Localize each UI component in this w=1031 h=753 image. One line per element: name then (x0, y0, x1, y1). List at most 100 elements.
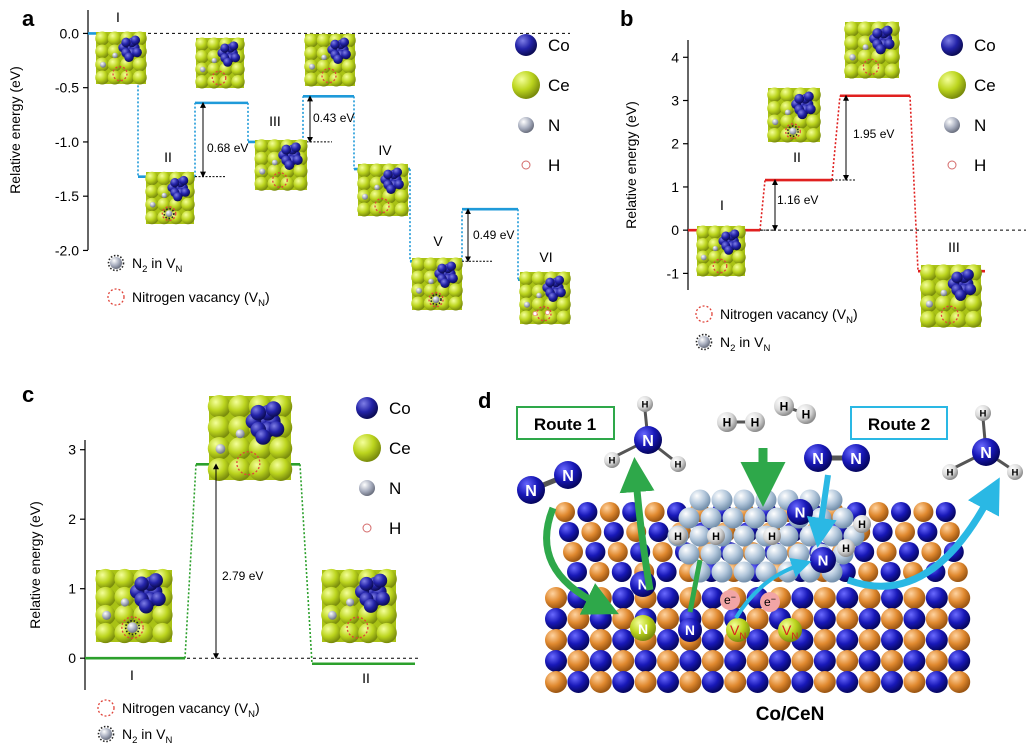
vacancy-ring (97, 725, 115, 743)
h-atom-icon (362, 523, 372, 533)
state-label: II (164, 149, 172, 165)
structure-thumbnail (920, 264, 982, 328)
ce-atom-icon (746, 608, 769, 630)
h-atom-icon: H (670, 456, 686, 472)
n-atom-sphere (972, 438, 1000, 466)
barrier-value: 1.95 eV (853, 127, 894, 141)
co-atom-icon (689, 489, 711, 511)
n-lattice-atom-icon (881, 587, 903, 609)
route-1-arrow (543, 506, 619, 615)
connector-line (299, 464, 313, 664)
ce-atom-icon (321, 586, 342, 608)
nitrogen-vacancy-icon (321, 67, 337, 84)
y-tick-label: -1.5 (55, 188, 79, 204)
ce-atom-icon (589, 562, 610, 582)
co-atom-icon (255, 429, 271, 445)
y-tick-label: 4 (671, 49, 679, 65)
nitrogen-vacancy-icon (346, 616, 369, 639)
n-lattice-atom-icon (545, 608, 567, 630)
ce-atom-icon (353, 434, 381, 462)
ce-atom-icon (181, 210, 195, 225)
co-atom-icon (884, 38, 895, 50)
text-span: N (165, 735, 172, 746)
y-tick-label: 1 (671, 179, 679, 195)
h-atom-sphere (774, 396, 794, 416)
co-atom-icon (744, 507, 766, 529)
n-lattice-atom-icon (648, 522, 669, 542)
ce-atom-icon (316, 59, 331, 74)
legend-label-co: Co (389, 399, 411, 418)
h-atom-icon: H (669, 527, 687, 545)
legend-label-vacancy: Nitrogen vacancy (VN) (122, 700, 260, 720)
ce-atom-icon (895, 522, 915, 542)
n2-in-vacancy-icon (787, 125, 799, 138)
h-atom-sphere (637, 396, 653, 412)
co-atom-icon (437, 263, 447, 274)
ce-atom-icon (836, 650, 859, 672)
h-atom-letter: H (712, 531, 720, 543)
n-atom-icon (211, 57, 217, 64)
n-atom-icon (416, 287, 422, 294)
n2-in-vacancy-icon (97, 725, 115, 743)
n-atom-icon: N (678, 618, 702, 642)
co-atom-icon (797, 109, 808, 120)
n-atom-icon (524, 301, 530, 308)
vacancy-ring (124, 619, 141, 636)
structure-thumbnail (304, 33, 356, 87)
ce-atom-icon (567, 608, 590, 630)
co-atom-icon (777, 525, 799, 547)
n-atom-icon (127, 622, 138, 633)
n-atom-icon (940, 289, 948, 297)
ce-atom-icon (195, 37, 209, 51)
ce-atom-icon (357, 163, 372, 178)
ce-atom-icon (701, 650, 724, 672)
ce-atom-icon (708, 225, 722, 239)
n-atom-icon: N (634, 426, 662, 454)
n-lattice-atom-icon (603, 522, 624, 542)
n-atom-letter: N (795, 504, 806, 521)
state-label: I (130, 667, 134, 683)
y-tick-label: 3 (671, 93, 679, 109)
n-atom-letter: N (562, 467, 574, 485)
route-1-arrow (687, 559, 703, 613)
ce-atom-icon (316, 46, 331, 61)
h-atom-letter: H (858, 519, 866, 531)
structure-thumbnail (357, 163, 409, 217)
h-atom-sphere (717, 412, 737, 432)
co-atom-icon (138, 599, 154, 614)
n-lattice-atom-icon (657, 671, 679, 693)
ce-atom-icon (436, 296, 451, 311)
n-atom-letter: N (980, 444, 992, 462)
panel-label: b (620, 6, 633, 31)
n-atom-icon: N (787, 499, 813, 525)
co-atom-icon (722, 543, 744, 565)
n-atom-icon (271, 159, 278, 166)
h-atom-letter: H (751, 416, 760, 430)
legend-entry: Nitrogen vacancy (VN) (107, 288, 270, 309)
barrier-value: 0.68 eV (207, 141, 248, 155)
h-atom-letter: H (723, 416, 732, 430)
n-lattice-atom-icon (612, 587, 635, 609)
ce-atom-icon (132, 70, 147, 85)
ce-atom-icon (806, 114, 821, 130)
ce-atom-icon (145, 210, 159, 225)
ce-atom-icon (767, 87, 782, 103)
n-atom-sphere (678, 618, 702, 642)
ce-atom-icon (304, 33, 319, 48)
y-tick-label: 3 (68, 442, 76, 458)
n-atom-icon (161, 192, 167, 199)
co-atom-icon (359, 576, 374, 591)
n-atom-icon (359, 480, 375, 496)
route-2-arrow (846, 477, 1000, 590)
co-atom-icon (180, 187, 191, 197)
co-atom-icon (941, 34, 963, 56)
ce-atom-icon (519, 271, 534, 286)
structure-thumbnail (519, 271, 571, 325)
ce-atom-icon (145, 184, 159, 199)
n-lattice-atom-icon (656, 562, 677, 582)
nitrogen-vacancy-icon (112, 65, 128, 82)
ce-atom-icon (657, 650, 679, 672)
